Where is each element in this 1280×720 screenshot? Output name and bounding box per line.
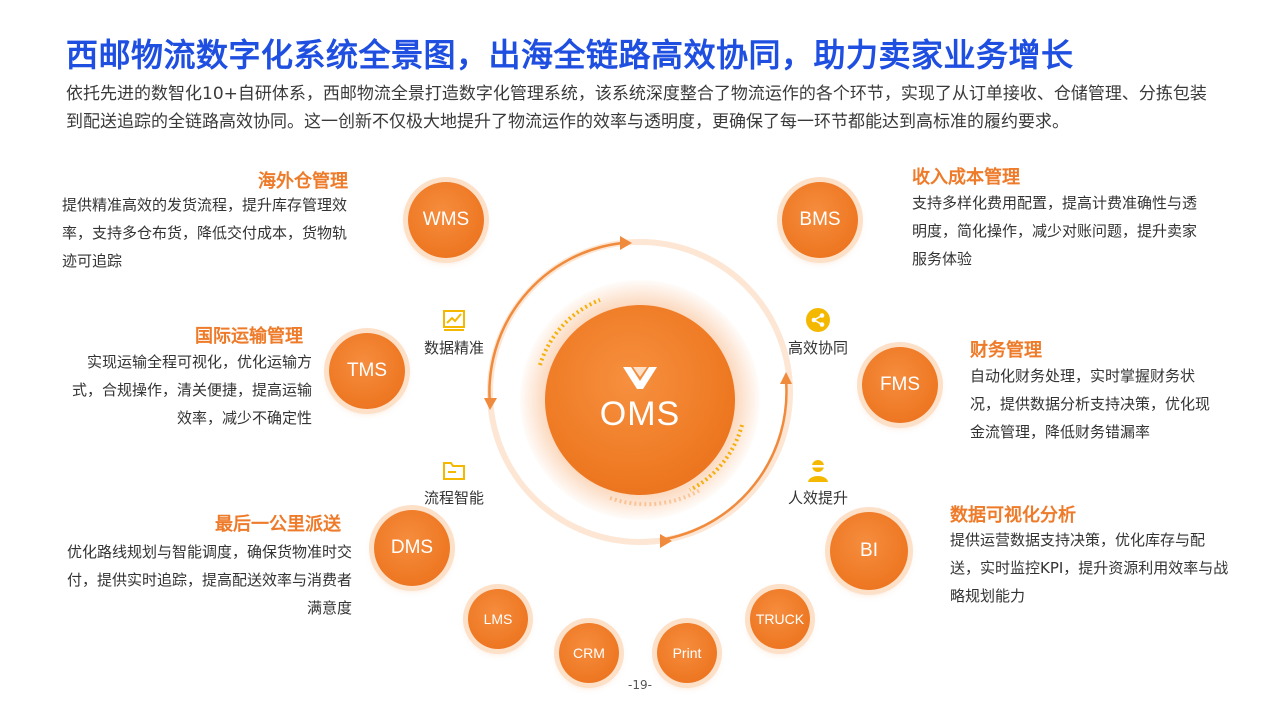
node-wms[interactable]: WMS	[408, 182, 484, 258]
page-number: -19-	[628, 678, 652, 692]
feature-label-data-precise: 数据精准	[424, 339, 485, 357]
node-bi[interactable]: BI	[830, 512, 908, 590]
company-logo-icon	[623, 366, 657, 389]
node-tms[interactable]: TMS	[329, 333, 405, 409]
section-title-intl-transport: 国际运输管理	[195, 326, 303, 347]
section-title-revenue-cost: 收入成本管理	[912, 167, 1020, 188]
section-desc-finance: 自动化财务处理，实时掌握财务状况，提供数据分析支持决策，优化现金流管理，降低财务…	[970, 367, 1211, 441]
section-desc-bi-analysis: 提供运营数据支持决策，优化库存与配送，实时监控KPI，提升资源利用效率与战略规划…	[950, 531, 1229, 605]
ring-arc-top	[488, 241, 623, 406]
section-title-last-mile: 最后一公里派送	[215, 514, 341, 535]
node-fms[interactable]: FMS	[862, 347, 938, 423]
ring-arrow-left	[484, 398, 497, 410]
section-desc-revenue-cost: 支持多样化费用配置，提高计费准确性与透明度，简化操作，减少对账问题，提升卖家服务…	[912, 194, 1198, 268]
ring-dash-lower-right	[689, 424, 744, 492]
ring-arrow-top	[620, 236, 632, 250]
intro-paragraph: 依托先进的数智化10+自研体系，西邮物流全景打造数字化管理系统，该系统深度整合了…	[66, 84, 1207, 132]
section-title-overseas-warehouse: 海外仓管理	[258, 171, 348, 192]
ring-dash-bottom	[609, 488, 701, 507]
ring-arrow-right	[780, 372, 792, 384]
section-desc-last-mile: 优化路线规划与智能调度，确保货物准时交付，提供实时追踪，提高配送效率与消费者满意…	[66, 543, 352, 617]
node-crm[interactable]: CRM	[559, 623, 619, 683]
ring-arrow-bottom	[660, 534, 672, 548]
section-desc-intl-transport: 实现运输全程可视化，优化运输方式，合规操作，清关便捷，提高运输效率，减少不确定性	[71, 353, 312, 427]
section-desc-overseas-warehouse: 提供精准高效的发货流程，提升库存管理效率，支持多仓布货，降低交付成本，货物轨迹可…	[62, 196, 348, 270]
oms-label: OMS	[599, 394, 681, 433]
feature-label-flow-smart: 流程智能	[424, 489, 485, 507]
node-bms[interactable]: BMS	[782, 182, 858, 258]
feature-data-precise: 数据精准	[424, 307, 484, 358]
feature-flow-smart: 流程智能	[424, 457, 484, 508]
folder-icon	[443, 462, 465, 480]
node-truck[interactable]: TRUCK	[750, 589, 810, 649]
person-icon	[808, 460, 828, 482]
section-title-finance: 财务管理	[970, 340, 1042, 361]
oms-center[interactable]: OMS	[545, 305, 735, 495]
feature-efficiency: 人效提升	[788, 457, 848, 508]
node-lms[interactable]: LMS	[468, 589, 528, 649]
feature-label-efficiency: 人效提升	[788, 489, 849, 507]
feature-label-collab: 高效协同	[788, 339, 849, 357]
section-title-bi-analysis: 数据可视化分析	[950, 505, 1076, 526]
feature-collab: 高效协同	[788, 307, 848, 358]
ring-dash-upper-left	[538, 298, 601, 366]
node-dms[interactable]: DMS	[374, 510, 450, 586]
page-title: 西邮物流数字化系统全景图，出海全链路高效协同，助力卖家业务增长	[66, 36, 1074, 74]
node-print[interactable]: Print	[657, 623, 717, 683]
chart-line-icon	[443, 310, 465, 331]
ring-arc-right	[659, 379, 788, 542]
share-network-icon	[806, 308, 830, 332]
